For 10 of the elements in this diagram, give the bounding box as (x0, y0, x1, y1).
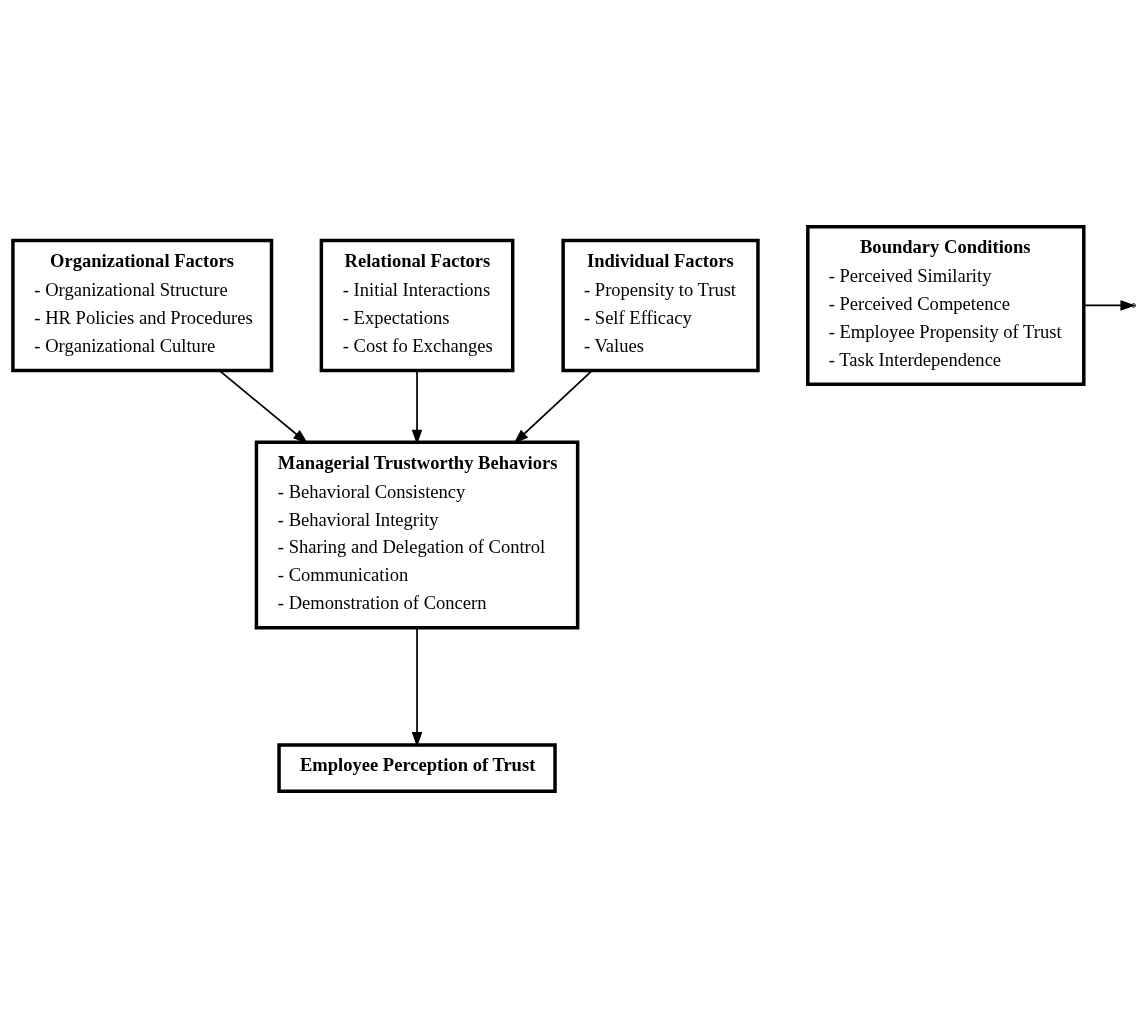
node-box: Boundary Conditions - Perceived Similarity - Perceived Competence - Employee Propensity of Trust - Task Interdependence (806, 224, 1086, 386)
arrow (513, 369, 593, 444)
arrow (218, 369, 308, 444)
node-box: Organizational Factors - Organizational Structure - HR Policies and Procedures - Organizational Culture (11, 238, 274, 372)
node-box: Relational Factors - Initial Interactions - Expectations - Cost fo Exchanges (319, 238, 515, 372)
arrow (411, 626, 423, 747)
node-box: Employee Perception of Trust (277, 742, 557, 793)
node-box: Individual Factors - Propensity to Trust - Self Efficacy - Values (561, 238, 760, 372)
node-box: Managerial Trustworthy Behaviors - Behavioral Consistency - Behavioral Integrity - Sharing and Delegation of Control - Communication - Demonstration of Concern (254, 440, 580, 630)
arrow (411, 369, 423, 445)
